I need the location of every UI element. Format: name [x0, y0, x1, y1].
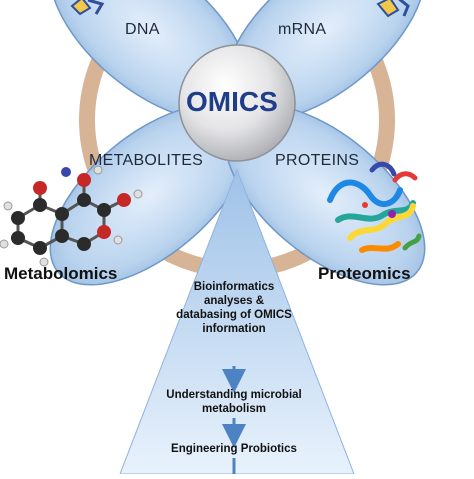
mrna-icon	[376, 0, 410, 18]
label-metabolomics: Metabolomics	[4, 264, 118, 283]
pyramid-step-engineering: Engineering Probiotics	[171, 443, 297, 455]
petal-label-proteins: PROTEINS	[275, 152, 360, 169]
center-disk	[178, 44, 296, 162]
label-proteomics: Proteomics	[318, 264, 411, 283]
petal-label-mrna: mRNA	[278, 21, 327, 38]
pyramid-step-bioinformatics: Bioinformatics analyses & databasing of …	[176, 281, 292, 335]
petal-label-metabolites: METABOLITES	[89, 152, 204, 169]
dna-icon	[70, 0, 105, 16]
pyramid-step-understanding: Understanding microbial metabolism	[166, 389, 302, 415]
protein-structure-icon	[327, 161, 422, 253]
metabolite-molecule-icon	[0, 165, 143, 267]
center-title: OMICS	[186, 86, 278, 117]
petal-label-dna: DNA	[125, 21, 160, 38]
